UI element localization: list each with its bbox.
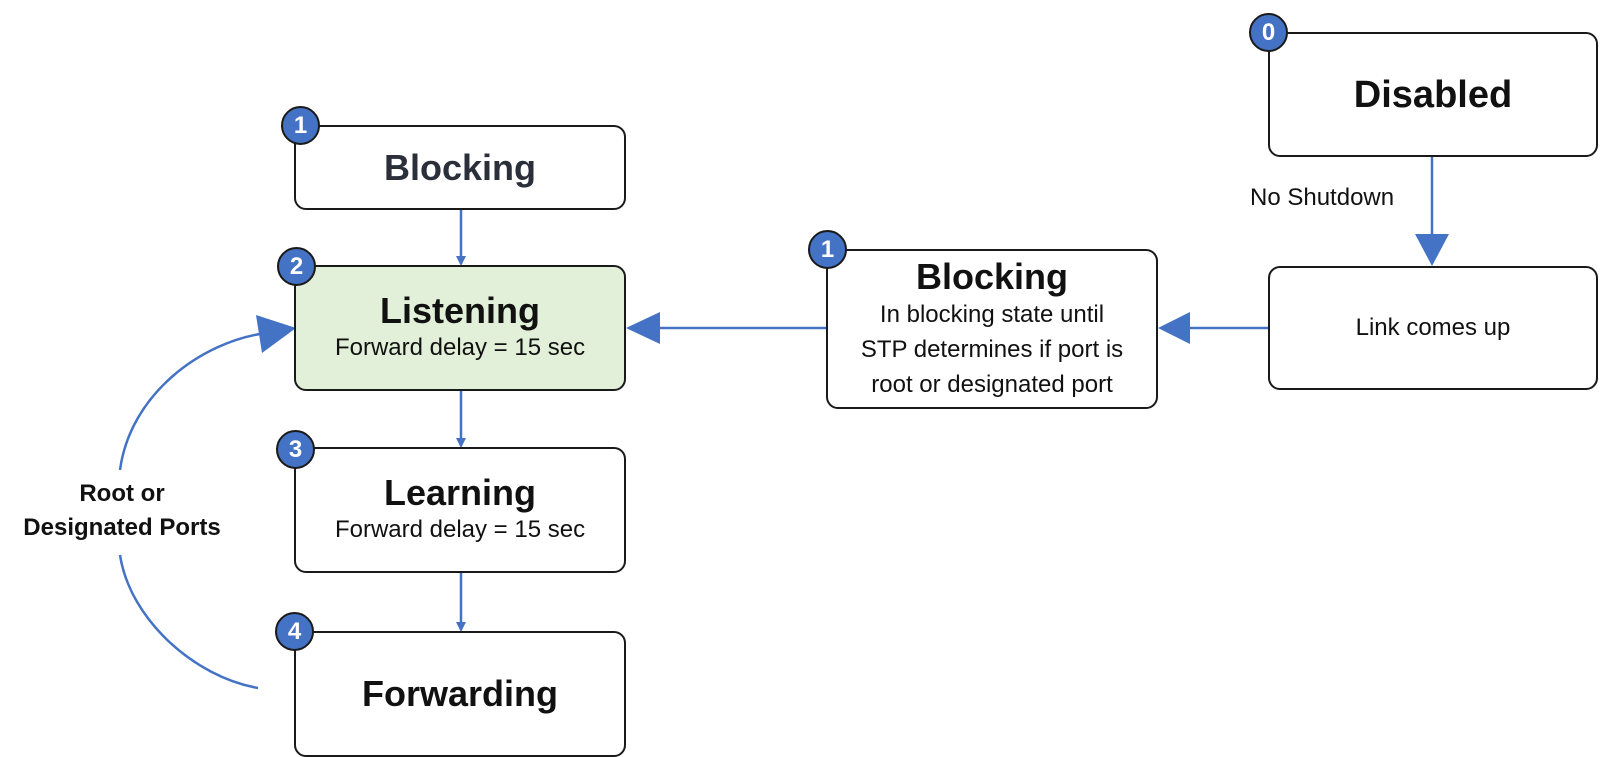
step-badge-2: 2 (277, 247, 316, 286)
state-disabled: Disabled (1268, 32, 1598, 157)
state-detail: Forward delay = 15 sec (334, 334, 586, 361)
loop-label: Root or Designated Ports (0, 477, 244, 545)
arrowhead-blocking-middle (1158, 312, 1190, 344)
event-text: Link comes up (1355, 314, 1511, 341)
step-badge-4: 4 (275, 612, 314, 651)
state-blocking-left: Blocking (294, 125, 626, 210)
state-description-line1: In blocking state until (879, 300, 1105, 328)
loop-arc-upper (118, 331, 267, 471)
state-blocking-middle: Blocking In blocking state until STP det… (826, 249, 1158, 409)
arrowhead-loop (256, 315, 296, 353)
state-title: Disabled (1353, 73, 1513, 116)
arrowhead-listening (626, 312, 660, 344)
state-description-line2: STP determines if port is (860, 335, 1124, 363)
state-forwarding: Forwarding (294, 631, 626, 757)
state-detail: Forward delay = 15 sec (334, 516, 586, 543)
state-listening: Listening Forward delay = 15 sec (294, 265, 626, 391)
loop-label-line2: Designated Ports (23, 514, 221, 541)
state-title: Blocking (383, 146, 536, 188)
state-title: Learning (383, 472, 536, 513)
step-badge-0: 0 (1249, 13, 1288, 52)
loop-arc-lower (118, 554, 259, 690)
step-badge-1-middle: 1 (808, 230, 847, 269)
event-link-comes-up: Link comes up (1268, 266, 1598, 390)
loop-label-line1: Root or (79, 480, 165, 507)
step-badge-3: 3 (276, 430, 315, 469)
arrowhead-link-up (1415, 234, 1449, 266)
state-title: Blocking (915, 255, 1068, 297)
state-title: Listening (380, 290, 540, 331)
state-title: Forwarding (362, 673, 558, 714)
state-learning: Learning Forward delay = 15 sec (294, 447, 626, 573)
step-badge-1-left: 1 (281, 106, 320, 145)
state-description-line3: root or designated port (871, 370, 1113, 398)
transition-label-no-shutdown: No Shutdown (1250, 184, 1395, 211)
